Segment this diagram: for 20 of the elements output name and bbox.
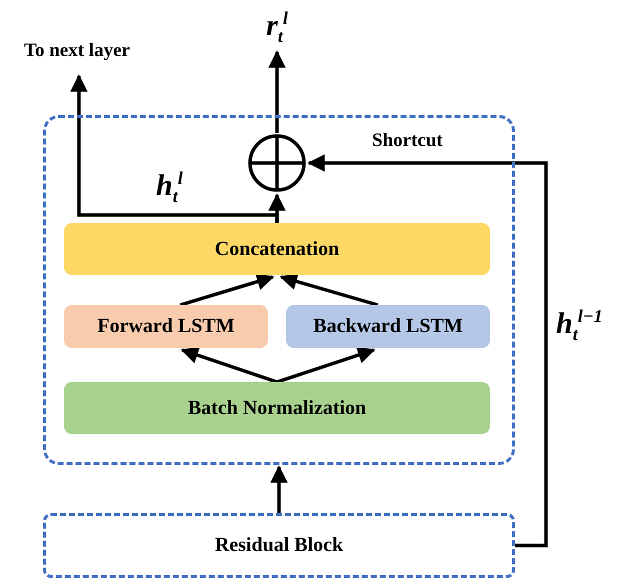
box-label: Concatenation	[214, 238, 340, 260]
output-label: To next layer	[24, 40, 130, 62]
arrow	[280, 272, 378, 307]
box-label: Residual Block	[214, 534, 344, 557]
arrow	[276, 346, 376, 384]
process-box	[64, 305, 268, 348]
process-box	[43, 513, 515, 578]
dashed-group-box	[43, 115, 515, 465]
arrow	[268, 50, 286, 133]
arrow	[180, 273, 274, 307]
box-label: Forward LSTM	[97, 315, 235, 338]
arrow	[180, 346, 278, 384]
arrow	[270, 465, 288, 513]
box-label: Backward LSTM	[313, 315, 463, 338]
box-label: Batch Normalization	[188, 396, 366, 420]
process-box	[286, 305, 490, 348]
arrow	[307, 154, 548, 548]
arrow	[70, 74, 279, 223]
process-box	[64, 223, 490, 275]
process-box	[64, 382, 490, 434]
